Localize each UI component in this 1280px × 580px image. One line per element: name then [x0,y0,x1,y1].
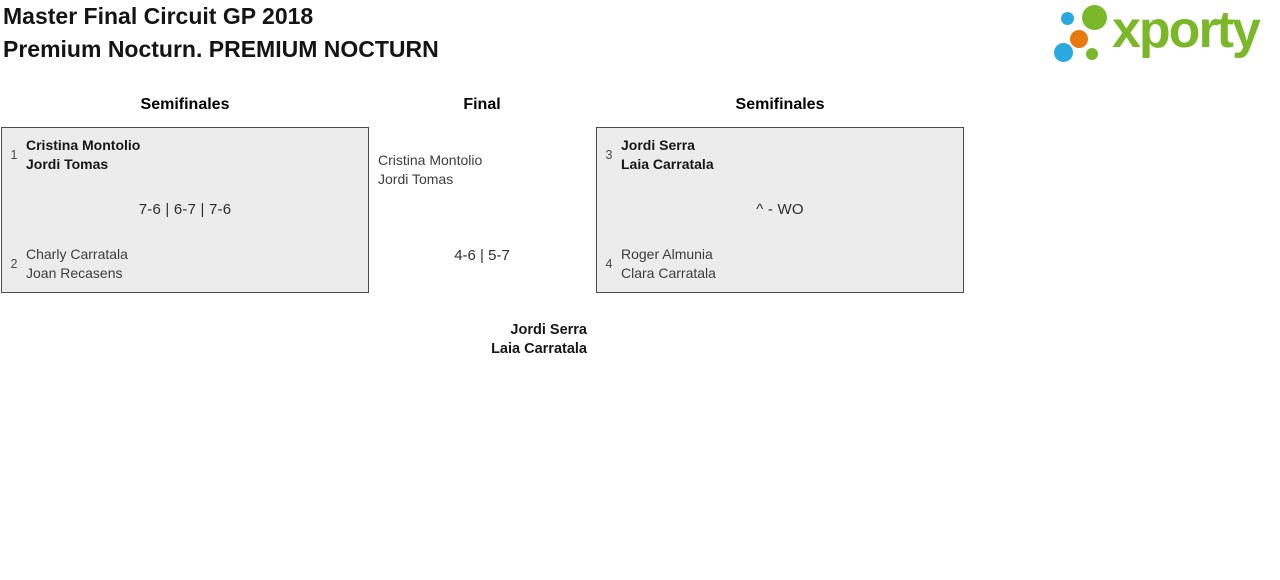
round-header-semifinals-right: Semifinales [735,96,825,113]
player-name: Laia Carratala [491,341,587,357]
xporty-logo[interactable]: xporty [1050,1,1278,71]
player-name: Clara Carratala [621,265,716,281]
player-name: Cristina Montolio [26,137,141,153]
player-name: Cristina Montolio [378,152,483,168]
player-name: Jordi Tomas [378,171,454,187]
player-name: Jordi Serra [510,322,587,338]
tournament-subtitle: Premium Nocturn. PREMIUM NOCTURN [3,36,439,62]
finalist-team: Cristina Montolio Jordi Tomas [378,151,482,189]
logo-dot-blue-top-icon [1061,12,1074,25]
team-row: 4 Roger Almunia Clara Carratala [597,245,963,283]
team-players: Roger Almunia Clara Carratala [621,245,716,283]
team-players: Charly Carratala Joan Recasens [26,245,128,283]
tournament-title: Master Final Circuit GP 2018 [3,3,314,29]
semifinal-match-right: 3 Jordi Serra Laia Carratala ^ - WO 4 Ro… [596,127,964,293]
match-score: 7-6 | 6-7 | 7-6 [138,201,232,218]
player-name: Jordi Tomas [26,156,109,172]
seed-number: 4 [605,257,613,271]
player-name: Charly Carratala [26,246,128,262]
player-name: Laia Carratala [621,156,714,172]
team-row: 2 Charly Carratala Joan Recasens [2,245,368,283]
round-header-semifinals-left: Semifinales [140,96,230,113]
team-players: Cristina Montolio Jordi Tomas [26,136,140,174]
logo-dot-blue-bottom-icon [1054,43,1073,62]
team-row: 1 Cristina Montolio Jordi Tomas [2,136,368,174]
logo-dot-green-large-icon [1082,5,1107,30]
xporty-logo-text: xporty [1112,1,1261,59]
seed-number: 2 [10,257,18,271]
champion-team: Jordi Serra Laia Carratala [377,321,587,359]
logo-dot-orange-icon [1070,30,1088,48]
player-name: Roger Almunia [621,246,713,262]
player-name: Jordi Serra [621,137,695,153]
tournament-header: Master Final Circuit GP 2018 Premium Noc… [3,0,439,66]
round-header-final: Final [463,96,501,113]
logo-dot-green-small-icon [1086,48,1098,60]
team-players: Jordi Serra Laia Carratala [621,136,714,174]
seed-number: 3 [605,148,613,162]
player-name: Joan Recasens [26,265,123,281]
final-match-score: 4-6 | 5-7 [454,247,510,264]
semifinal-match-left: 1 Cristina Montolio Jordi Tomas 7-6 | 6-… [1,127,369,293]
match-score: ^ - WO [756,201,804,218]
team-row: 3 Jordi Serra Laia Carratala [597,136,963,174]
seed-number: 1 [10,148,18,162]
